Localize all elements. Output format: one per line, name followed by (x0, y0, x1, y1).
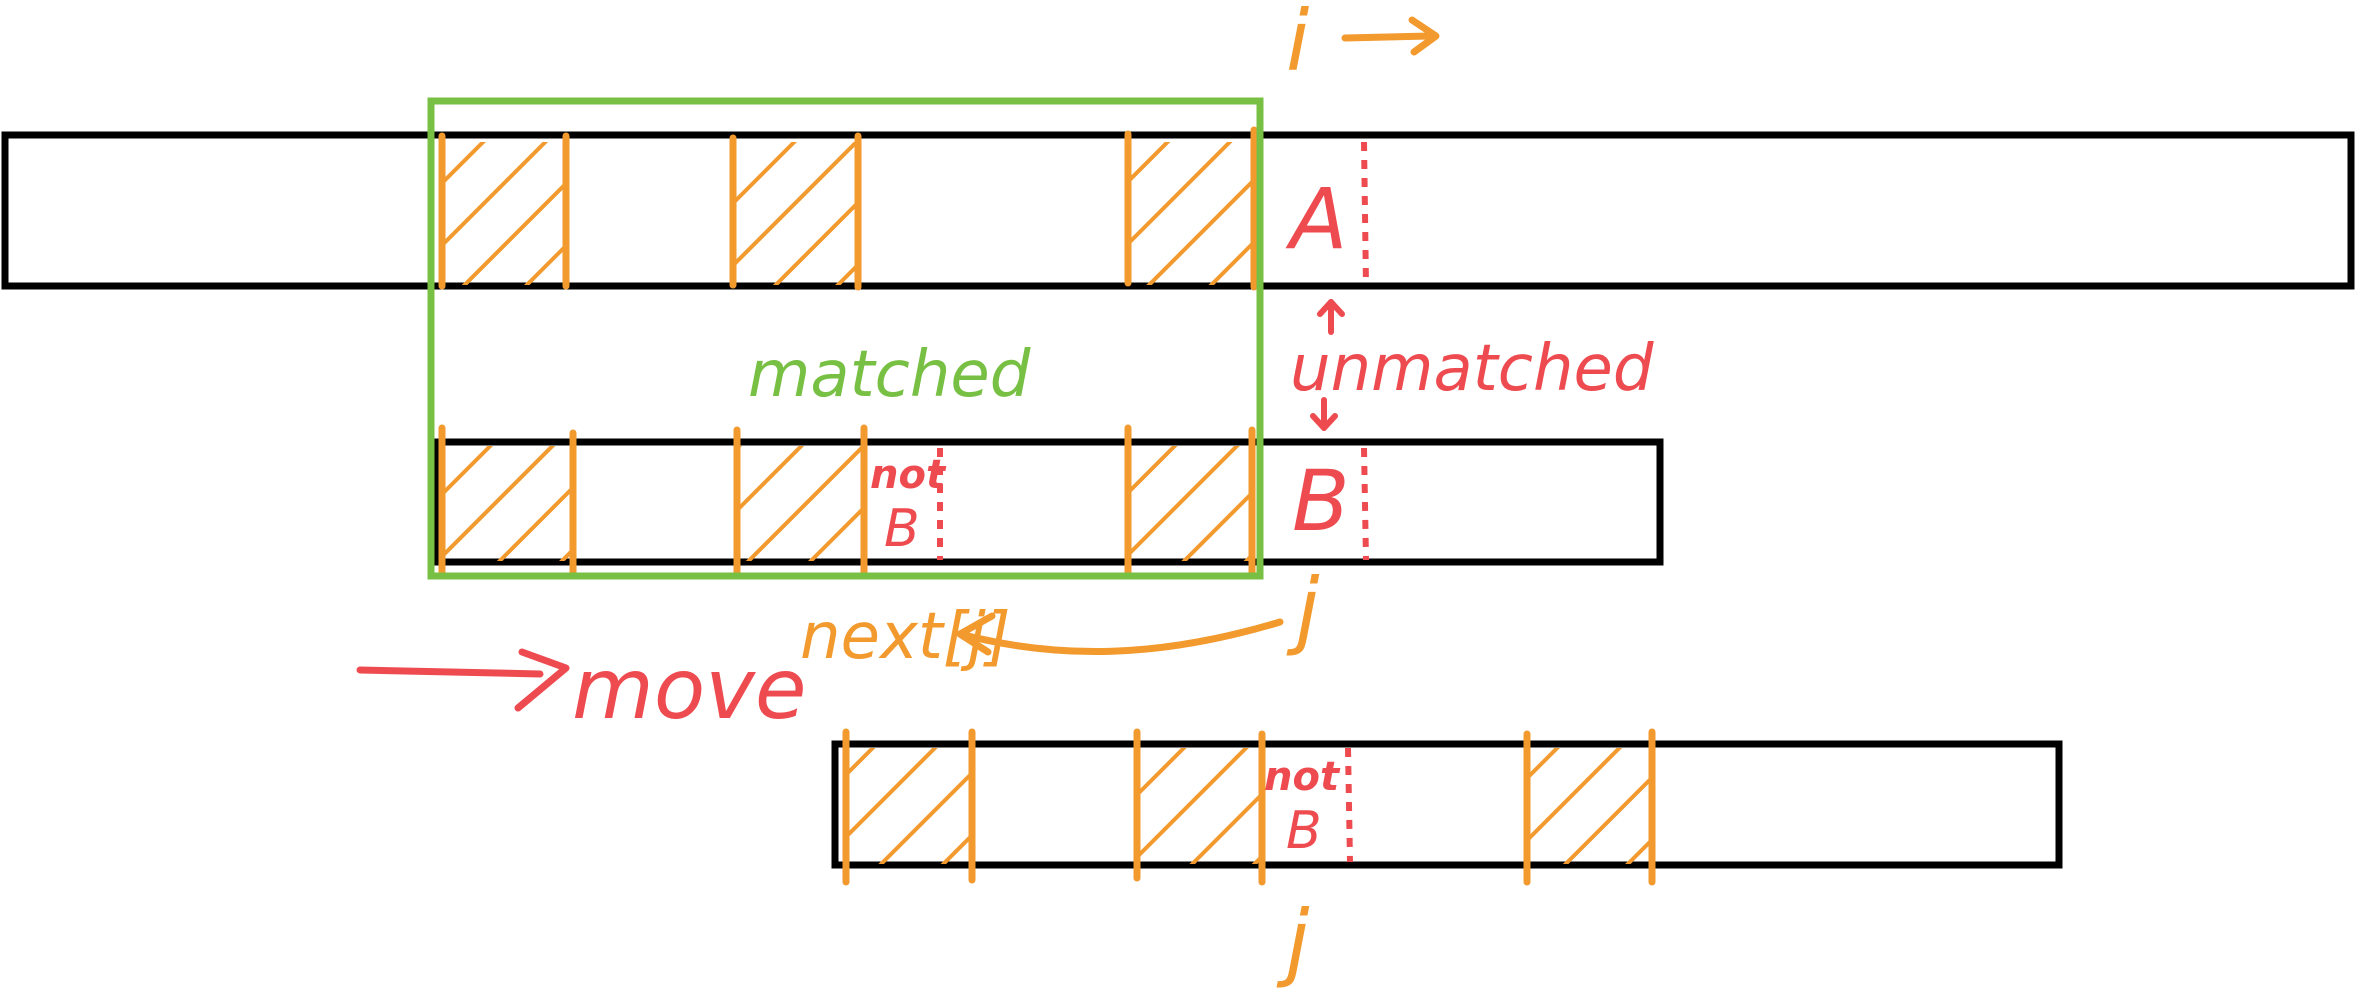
shifted-pattern-blocks (842, 728, 1656, 886)
move-arrow (356, 648, 570, 712)
b-label: B (1292, 452, 1350, 550)
a-block-2 (733, 142, 858, 285)
i-label: i (1286, 0, 1309, 90)
matched-region-box (427, 97, 1264, 580)
next-j-label: next[j] (800, 600, 1011, 674)
not-b-label-bottom: B (1286, 801, 1322, 861)
not-label-bottom: not (1264, 754, 1341, 800)
string-a-blocks (438, 126, 1258, 291)
unmatched-label: unmatched (1290, 332, 1654, 406)
next-j-arrow (956, 612, 1284, 656)
b-block-1 (442, 446, 573, 561)
s-not-marker (1345, 747, 1353, 863)
j-label-bottom: j (1276, 892, 1310, 990)
a-mismatch-marker (1361, 141, 1369, 287)
s-block-2 (1137, 748, 1262, 864)
not-b-label-top: B (884, 499, 920, 559)
matched-label: matched (748, 338, 1031, 412)
a-block-1 (442, 142, 566, 285)
unmatched-arrows (1310, 299, 1345, 431)
i-arrow (1341, 16, 1440, 56)
pattern-b-blocks (438, 424, 1256, 580)
b-block-2 (737, 446, 864, 561)
move-label: move (572, 640, 807, 738)
s-block-3 (1527, 748, 1652, 864)
a-block-3 (1128, 142, 1254, 285)
a-label: A (1285, 170, 1347, 268)
string-a-bar (1, 131, 2355, 290)
not-label-top: not (870, 452, 947, 498)
b-block-3 (1128, 446, 1252, 561)
shifted-pattern-bar (831, 740, 2063, 869)
b-mismatch-marker (1361, 447, 1369, 561)
j-label-top: j (1286, 560, 1320, 658)
pattern-b-bar (433, 438, 1664, 566)
s-block-1 (846, 748, 972, 864)
